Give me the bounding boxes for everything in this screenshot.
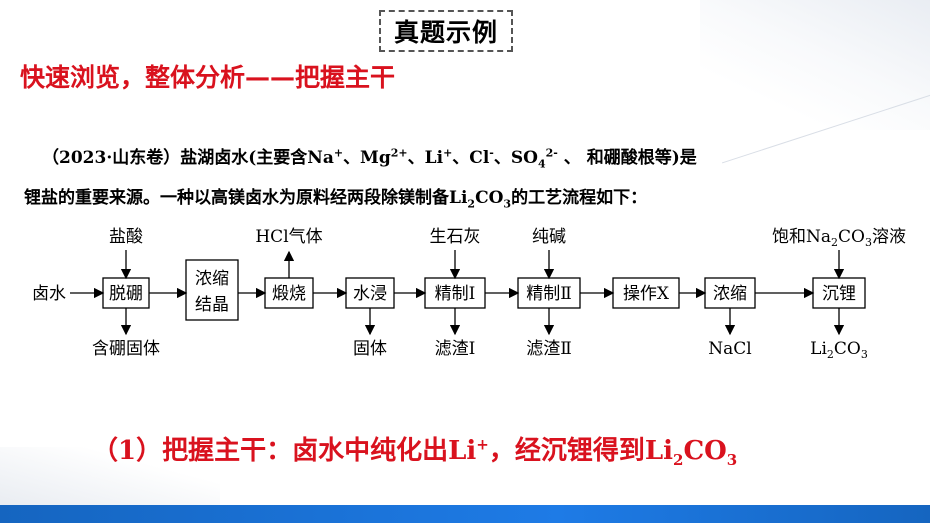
- section-heading: 快速浏览，整体分析——把握主干: [20, 63, 396, 92]
- start-label: 卤水: [32, 284, 66, 304]
- input-label-hcl: 盐酸: [109, 227, 143, 247]
- ion-charge: +: [476, 435, 489, 454]
- step-label-jingzhi-1: 精制Ⅰ: [435, 284, 476, 304]
- step-box-nongsuo-jiejing: [185, 259, 239, 321]
- problem-line-1: （2023·山东卷）盐湖卤水(主要含Na+、Mg2+、Li+、Cl-、SO42-…: [42, 143, 902, 170]
- step-label-nongsuo: 浓缩: [195, 269, 229, 289]
- step-label-tuopeng: 脱硼: [109, 284, 143, 304]
- step-label-jiejing: 结晶: [195, 295, 229, 315]
- ion-subscript: 4: [537, 157, 546, 171]
- step-label-chenli: 沉锂: [822, 284, 856, 304]
- decorative-corner-top-right: [700, 0, 930, 130]
- problem-text: 的工艺流程如下：: [511, 188, 648, 208]
- step-label-shuijin: 水浸: [353, 284, 387, 304]
- output-label-boron: 含硼固体: [92, 339, 160, 359]
- ion-charge: 2+: [390, 146, 408, 160]
- output-label-nacl: NaCl: [708, 339, 751, 359]
- conclusion-text: （1）把握主干：卤水中纯化出Li: [92, 436, 477, 466]
- step-label-duanshao: 煅烧: [272, 284, 306, 304]
- step-box-duanshao: [264, 277, 314, 309]
- output-label-hcl-gas: HCl气体: [255, 227, 322, 247]
- output-label-residue-1: 滤渣Ⅰ: [435, 339, 476, 359]
- slide-title-text: 真题示例: [393, 18, 498, 47]
- step-label-nongsuo-2: 浓缩: [713, 284, 747, 304]
- problem-text: 锂盐的重要来源。一种以高镁卤水为原料经两段除镁制备Li: [24, 188, 468, 208]
- conclusion-text: ，经沉锂得到Li: [488, 436, 673, 466]
- problem-line-2: 锂盐的重要来源。一种以高镁卤水为原料经两段除镁制备Li2CO3的工艺流程如下：: [24, 183, 884, 210]
- problem-source: （2023·山东卷）: [42, 148, 181, 168]
- decorative-corner-bottom-left: [0, 447, 220, 507]
- step-box-tuopeng: [102, 277, 150, 309]
- step-label-jingzhi-2: 精制Ⅱ: [526, 284, 572, 304]
- step-box-shuijin: [345, 277, 395, 309]
- bottom-accent-bar: [0, 505, 930, 523]
- ion-charge: 2-: [545, 146, 558, 160]
- output-label-solid: 固体: [353, 339, 387, 359]
- formula-subscript: 3: [503, 197, 512, 211]
- input-label-quicklime: 生石灰: [430, 227, 481, 247]
- problem-text: 、 和硼酸根等)是: [557, 148, 697, 168]
- input-label-na2co3: 饱和Na2CO3溶液: [772, 227, 906, 249]
- step-label-caozuo-x: 操作X: [623, 284, 670, 304]
- output-label-residue-2: 滤渣Ⅱ: [526, 339, 572, 359]
- problem-text: 盐湖卤水(主要含Na: [180, 148, 334, 168]
- conclusion-text: CO: [683, 436, 727, 466]
- ion-charge: -: [489, 146, 494, 160]
- conclusion-line: （1）把握主干：卤水中纯化出Li+，经沉锂得到Li2CO3: [92, 430, 737, 469]
- problem-text: 、Cl: [452, 148, 490, 168]
- process-flowchart: 卤水 脱硼 浓缩 结晶 煅烧 水浸 精制Ⅰ 精制Ⅱ 操作X 浓缩 沉锂 盐酸 生…: [30, 222, 910, 374]
- problem-text: CO: [475, 188, 504, 208]
- slide-title: 真题示例: [379, 10, 513, 52]
- problem-text: 、SO: [493, 148, 538, 168]
- problem-text: 、Li: [407, 148, 444, 168]
- step-box-caozuo-x: [612, 277, 680, 309]
- formula-subscript: 2: [467, 197, 476, 211]
- input-label-soda: 纯碱: [532, 227, 566, 247]
- formula-subscript: 2: [673, 451, 684, 470]
- ion-charge: +: [443, 146, 453, 160]
- output-label-li2co3: Li2CO3: [810, 339, 868, 361]
- ion-charge: +: [333, 146, 344, 160]
- problem-text: 、Mg: [343, 148, 391, 168]
- formula-subscript: 3: [726, 451, 738, 470]
